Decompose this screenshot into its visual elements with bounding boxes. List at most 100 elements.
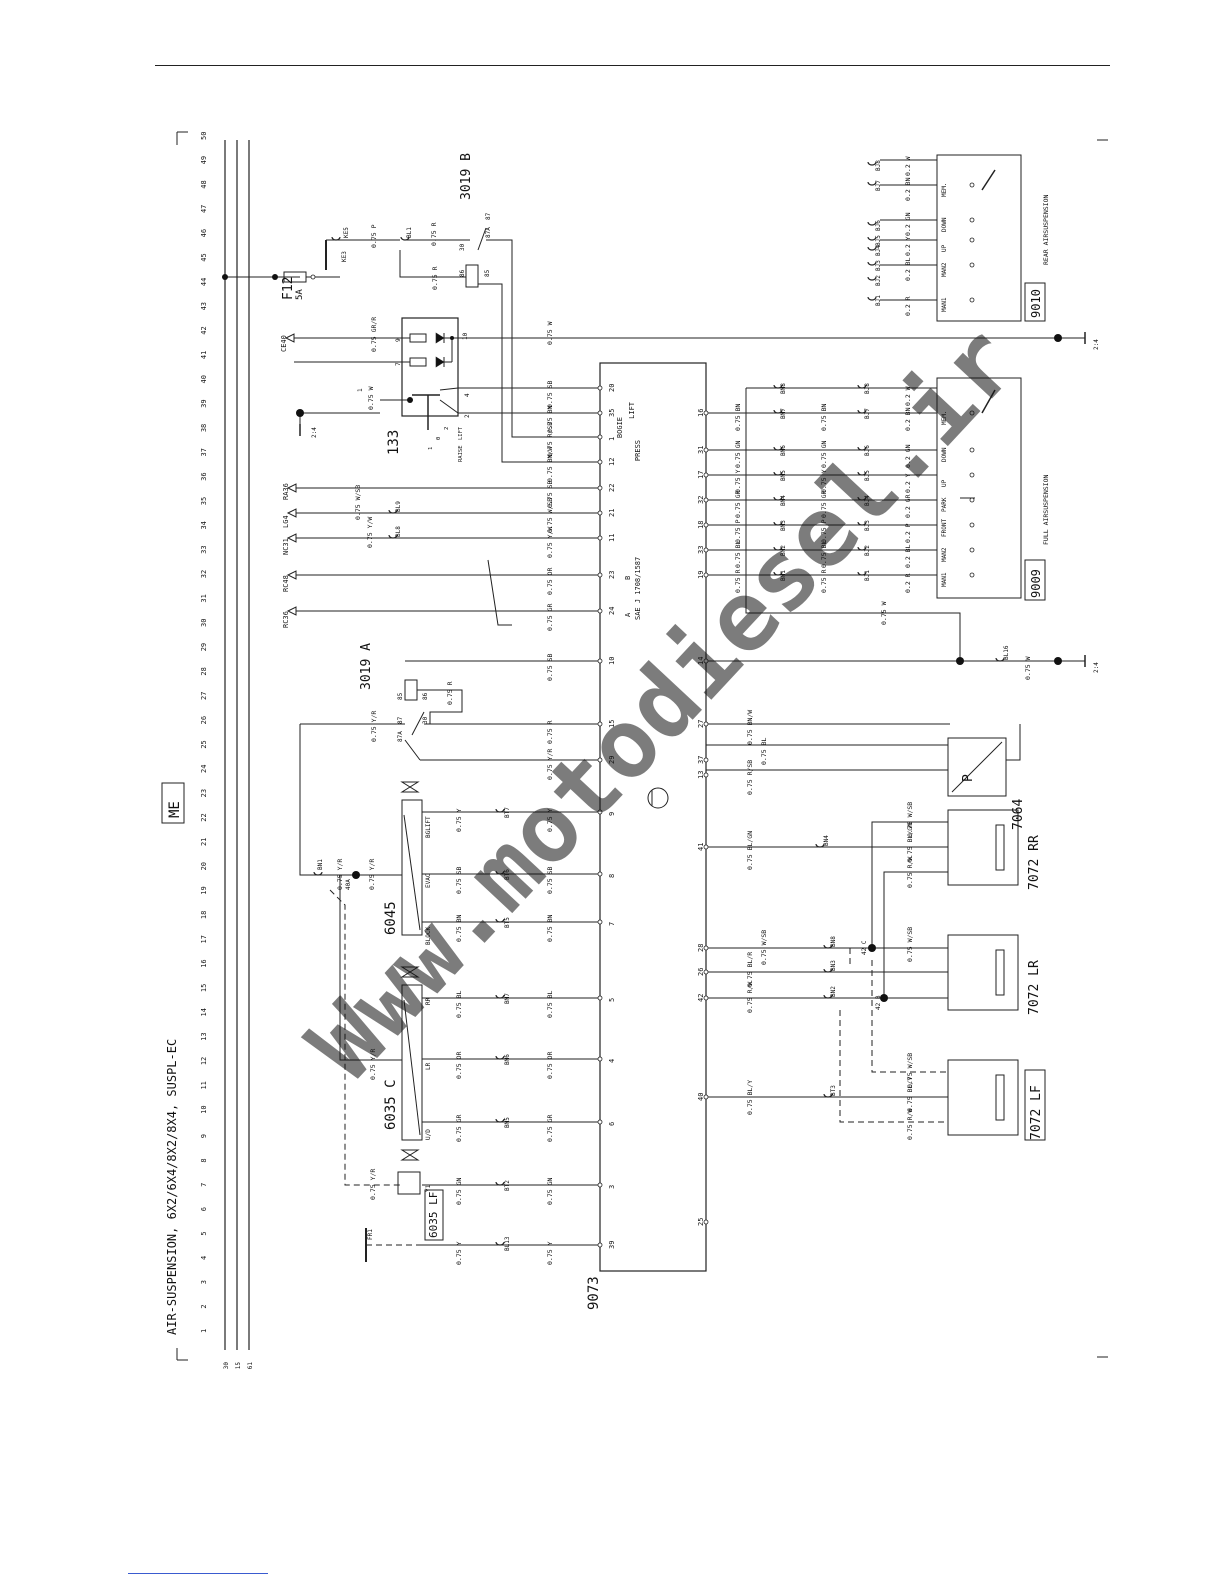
valve-6035lf-id: 6035 LF <box>427 1192 440 1238</box>
panel-button-label: UP <box>941 479 948 487</box>
connector-label: BJ2 <box>875 275 882 286</box>
splice-icon <box>495 1118 505 1123</box>
wire-label: 0.75 Y <box>455 808 463 832</box>
diagram-title: AIR-SUSPENSION, 6X2/6X4/8X2/8X4, SUSPL-E… <box>165 1039 179 1335</box>
ecu-pin-number: 15 <box>608 720 616 728</box>
ecu-pin-terminal <box>703 472 709 478</box>
connector-label: BL16 <box>1003 645 1010 660</box>
connector-label: BM5 <box>780 470 787 481</box>
footer-link-rule[interactable] <box>128 1573 268 1574</box>
splice-icon <box>857 471 867 476</box>
valve-6035c-box <box>401 984 423 1141</box>
column-number: 49 <box>200 156 208 164</box>
connector-label: BM8 <box>780 383 787 394</box>
switch-pin: 2 <box>464 414 471 418</box>
wire-label: 0.75 W/SB <box>906 802 914 837</box>
splice-icon <box>773 496 783 501</box>
column-number: 37 <box>200 448 208 456</box>
connector-label: BM6 <box>504 1054 511 1065</box>
wire-label: 0.75 BL <box>820 541 828 568</box>
column-number: 16 <box>200 959 208 967</box>
wire-label: 0.75 GR <box>734 491 742 518</box>
connector-label: BM7 <box>780 408 787 419</box>
watermark-text: Www.motodiesel.ir <box>287 306 1039 1101</box>
ecu-pin-terminal <box>597 510 603 516</box>
splice-icon <box>331 236 341 241</box>
panel-lever <box>981 389 996 414</box>
switch-pin: 7 <box>395 362 402 366</box>
wire-label: 0.75 OR <box>455 1052 463 1079</box>
me-tag-box <box>161 782 185 824</box>
wire-label: 0.75 R <box>820 569 828 593</box>
ground-label: 2:4 <box>311 427 318 438</box>
connector-label: BN3 <box>830 960 837 971</box>
splice-icon <box>495 1241 505 1246</box>
wire-label: 0.75 GR <box>546 1115 554 1142</box>
column-number: 29 <box>200 643 208 651</box>
column-number: 13 <box>200 1032 208 1040</box>
wire-label: 0.75 BL <box>760 738 768 765</box>
relay-pin: 87A <box>485 227 492 238</box>
connector-label: BJ7 <box>864 408 871 419</box>
sheet-frame <box>176 131 1108 1361</box>
wire-label: 0.2 BL <box>904 257 912 281</box>
ecu-pin-terminal <box>703 572 709 578</box>
switch-label: 1 <box>428 447 434 450</box>
ecu-pin-terminal <box>597 658 603 664</box>
watermark: Www.motodiesel.ir <box>287 306 1039 1101</box>
connector-label: BN4 <box>823 835 830 846</box>
ecu-pin-terminal <box>597 1119 603 1125</box>
wire-label: 0.75 GN <box>820 441 828 468</box>
ecu-pin-terminal <box>597 1242 603 1248</box>
ecu-pin-number: 27 <box>697 720 705 728</box>
ecu-pin-number: 8 <box>608 874 616 878</box>
wire-label: 0.75 GR <box>820 491 828 518</box>
feed-arrow-icon <box>286 483 297 493</box>
connector-label: FR1 <box>367 1229 374 1240</box>
ecu-pin-terminal <box>597 385 603 391</box>
splice-icon <box>773 409 783 414</box>
ecu-pin-number: 25 <box>697 1218 705 1226</box>
junction-dot <box>1054 657 1062 665</box>
wire-path <box>299 724 313 876</box>
column-number: 17 <box>200 935 208 943</box>
wire-label: 0.75 BN/W <box>746 710 754 745</box>
panel-terminal <box>969 472 975 478</box>
connector-label: BN2 <box>830 986 837 997</box>
column-number: 9 <box>200 1134 208 1138</box>
column-number: 2 <box>200 1304 208 1308</box>
splice-icon <box>857 409 867 414</box>
wire-path <box>478 283 600 463</box>
splice-icon <box>495 808 505 813</box>
column-number: 45 <box>200 253 208 261</box>
wire-label: 0.2 Y <box>904 473 912 493</box>
feed-arrow-icon <box>286 570 297 580</box>
ground-label: 2:4 <box>1093 662 1100 673</box>
transistor-icon <box>647 787 669 809</box>
valve-6035lf-label-box <box>424 1189 444 1241</box>
panel-button-label: MAN2 <box>941 547 948 562</box>
sensor-lf-id-box <box>1024 1069 1046 1141</box>
relay-pin: 30 <box>422 716 429 724</box>
panel-button-label: UP <box>941 244 948 252</box>
panel-terminal <box>969 547 975 553</box>
wire-line <box>439 387 459 391</box>
wire-label: 0.75 Y <box>734 469 742 493</box>
connector-label: BM7 <box>504 993 511 1004</box>
switch-133-box <box>401 317 459 417</box>
connector-label: BL1 <box>406 227 413 238</box>
ecu-pin-number: 6 <box>608 1122 616 1126</box>
wire-path <box>871 960 948 1073</box>
led-resistor <box>409 333 427 343</box>
connector-label: BJ5 <box>875 235 882 246</box>
splice-icon <box>495 870 505 875</box>
wire-path <box>1006 724 1021 761</box>
wire-label: 0.75 BN <box>546 915 554 942</box>
column-number: 20 <box>200 862 208 870</box>
connector-label: BJ3 <box>864 520 871 531</box>
column-number: 27 <box>200 692 208 700</box>
splice-icon <box>857 521 867 526</box>
connector-label: BJ1 <box>864 570 871 581</box>
column-number: 50 <box>200 132 208 140</box>
wire-label: 0.75 R/W <box>746 982 754 1013</box>
